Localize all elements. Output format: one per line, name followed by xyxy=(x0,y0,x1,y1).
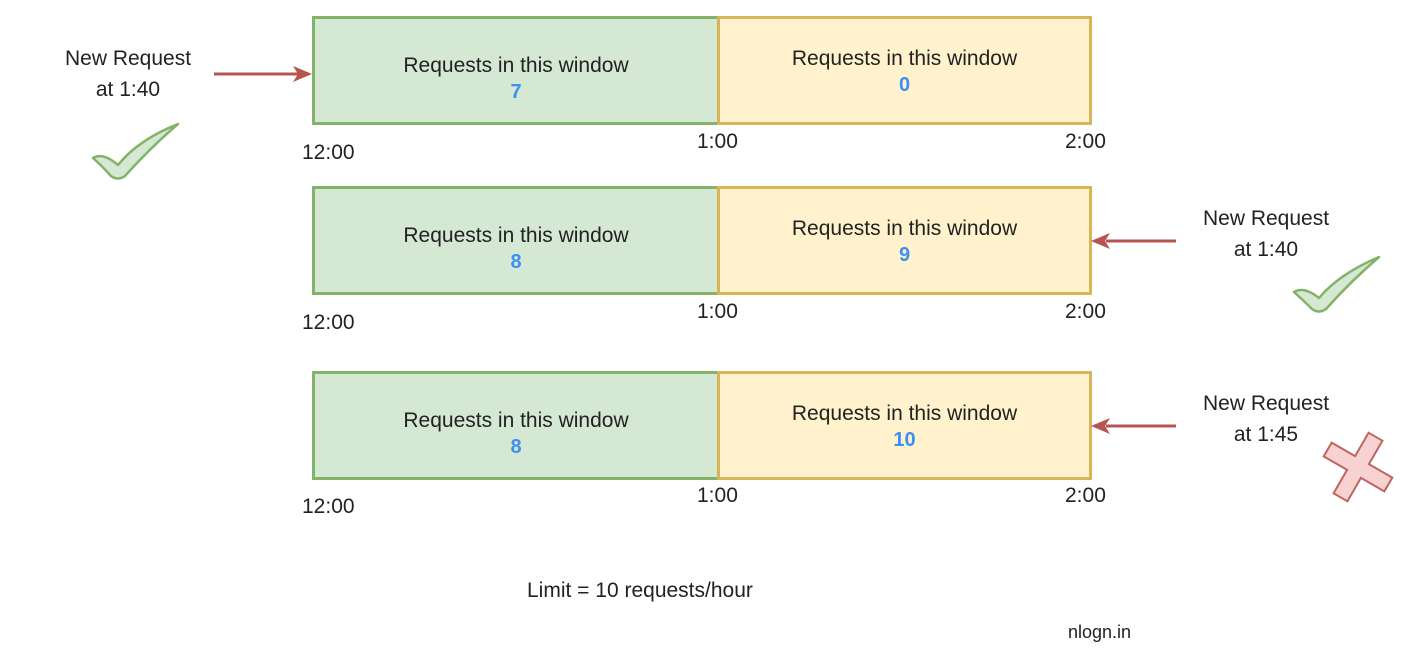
new-request-note: New Request at 1:45 xyxy=(1180,388,1352,450)
new-request-note: New Request at 1:40 xyxy=(42,43,214,105)
window-label: Requests in this window xyxy=(403,54,629,77)
request-time: at 1:45 xyxy=(1233,423,1299,446)
new-request-note: New Request at 1:40 xyxy=(1180,203,1352,265)
site-watermark: nlogn.in xyxy=(1068,622,1132,642)
check-mark-icon xyxy=(91,122,180,180)
window-request-count: 8 xyxy=(510,436,522,458)
window-label: Requests in this window xyxy=(791,402,1018,425)
current-window-box: Requests in this window 0 xyxy=(717,16,1092,125)
previous-window-box: Requests in this window 8 xyxy=(312,186,720,295)
window-request-count: 9 xyxy=(898,244,911,266)
request-arrow xyxy=(214,66,312,82)
time-end-label: 2:00 xyxy=(1065,484,1106,507)
window-label: Requests in this window xyxy=(791,47,1018,70)
window-label: Requests in this window xyxy=(403,409,629,432)
request-time: at 1:40 xyxy=(95,78,161,101)
window-request-count: 8 xyxy=(510,251,522,273)
time-end-label: 2:00 xyxy=(1065,300,1106,323)
current-window-box: Requests in this window 10 xyxy=(717,371,1092,480)
window-label: Requests in this window xyxy=(791,217,1018,240)
window-request-count: 7 xyxy=(510,81,522,103)
request-arrow xyxy=(1091,418,1176,434)
window-label: Requests in this window xyxy=(403,224,629,247)
time-mid-label: 1:00 xyxy=(697,130,738,153)
time-mid-label: 1:00 xyxy=(697,484,738,507)
time-start-label: 12:00 xyxy=(302,141,355,164)
time-start-label: 12:00 xyxy=(302,311,355,334)
previous-window-box: Requests in this window 7 xyxy=(312,16,720,125)
request-title: New Request xyxy=(1202,392,1330,415)
time-end-label: 2:00 xyxy=(1065,130,1106,153)
rate-limit-caption: Limit = 10 requests/hour xyxy=(527,579,753,602)
time-mid-label: 1:00 xyxy=(697,300,738,323)
time-start-label: 12:00 xyxy=(302,495,355,518)
request-title: New Request xyxy=(64,47,192,70)
previous-window-box: Requests in this window 8 xyxy=(312,371,720,480)
check-mark-icon xyxy=(1292,255,1381,313)
request-arrow xyxy=(1091,233,1176,249)
window-request-count: 0 xyxy=(898,74,911,96)
request-time: at 1:40 xyxy=(1233,238,1299,261)
window-request-count: 10 xyxy=(893,429,916,451)
request-title: New Request xyxy=(1202,207,1330,230)
current-window-box: Requests in this window 9 xyxy=(717,186,1092,295)
